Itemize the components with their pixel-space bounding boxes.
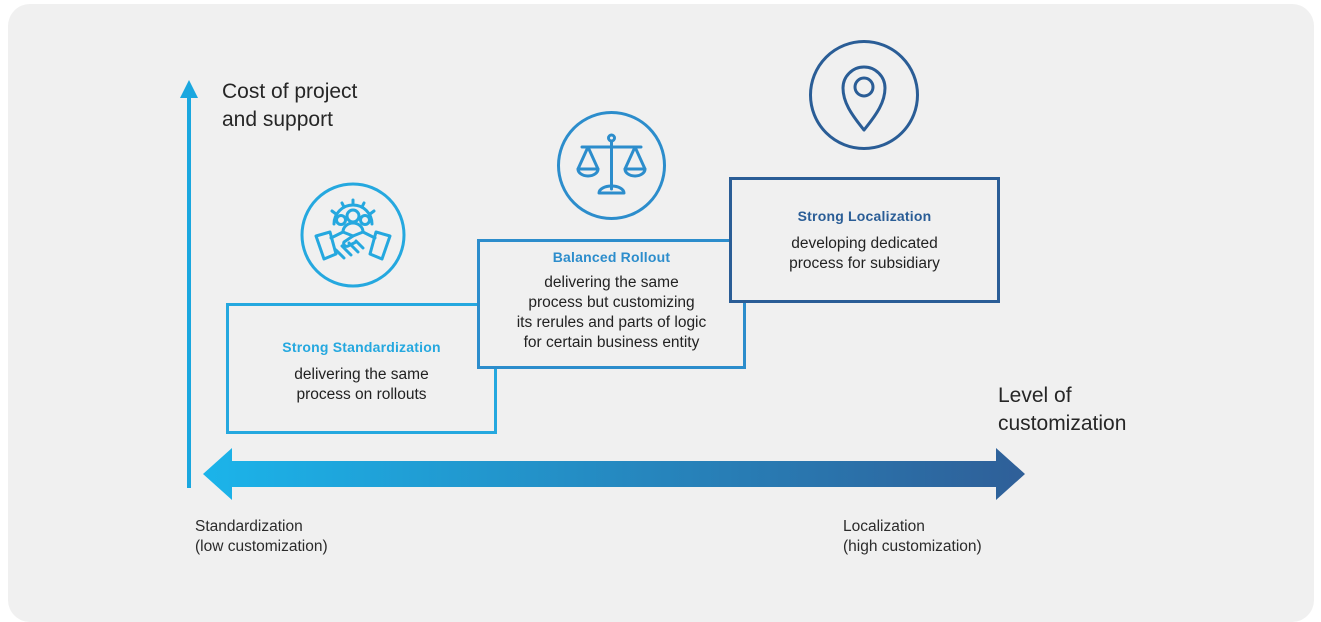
right-caption-line1: Localization <box>843 518 925 535</box>
location-pin-icon <box>809 40 919 150</box>
strong-standardization-desc: delivering the same process on rollouts <box>229 365 494 405</box>
handshake-team-icon <box>300 182 406 288</box>
desc-line: process for subsidiary <box>789 255 940 272</box>
strong-localization-box: Strong Localization developing dedicated… <box>729 177 1000 303</box>
desc-line: process but customizing <box>528 294 695 311</box>
desc-line: for certain business entity <box>523 334 700 351</box>
scales-icon <box>557 111 666 220</box>
desc-line: its rerules and parts of logic <box>516 314 707 331</box>
strong-localization-desc: developing dedicated process for subsidi… <box>732 234 997 274</box>
balanced-rollout-desc: delivering the same process but customiz… <box>480 273 743 353</box>
balanced-rollout-title: Balanced Rollout <box>552 249 671 265</box>
x-axis-label-line2: customization <box>998 412 1127 435</box>
desc-line: delivering the same <box>294 366 429 383</box>
x-axis-label: Level of customization <box>998 382 1126 438</box>
vertical-axis-arrowhead <box>180 80 198 98</box>
strong-localization-title: Strong Localization <box>797 208 932 224</box>
right-caption: Localization (high customization) <box>843 517 982 557</box>
right-caption-line2: (high customization) <box>843 538 982 555</box>
x-axis-label-line1: Level of <box>998 384 1072 407</box>
desc-line: developing dedicated <box>791 235 938 252</box>
strong-standardization-box: Strong Standardization delivering the sa… <box>226 303 497 434</box>
balanced-rollout-box: Balanced Rollout delivering the same pro… <box>477 239 746 369</box>
left-caption-line2: (low customization) <box>195 538 328 555</box>
y-axis-label: Cost of project and support <box>222 78 357 134</box>
desc-line: delivering the same <box>544 274 679 291</box>
strong-standardization-title: Strong Standardization <box>282 339 441 355</box>
desc-line: process on rollouts <box>296 386 427 403</box>
horizontal-axis-arrow <box>203 448 1025 500</box>
y-axis-label-line2: and support <box>222 108 333 131</box>
vertical-axis-line <box>187 94 191 488</box>
left-caption: Standardization (low customization) <box>195 517 328 557</box>
left-caption-line1: Standardization <box>195 518 303 535</box>
y-axis-label-line1: Cost of project <box>222 80 358 103</box>
